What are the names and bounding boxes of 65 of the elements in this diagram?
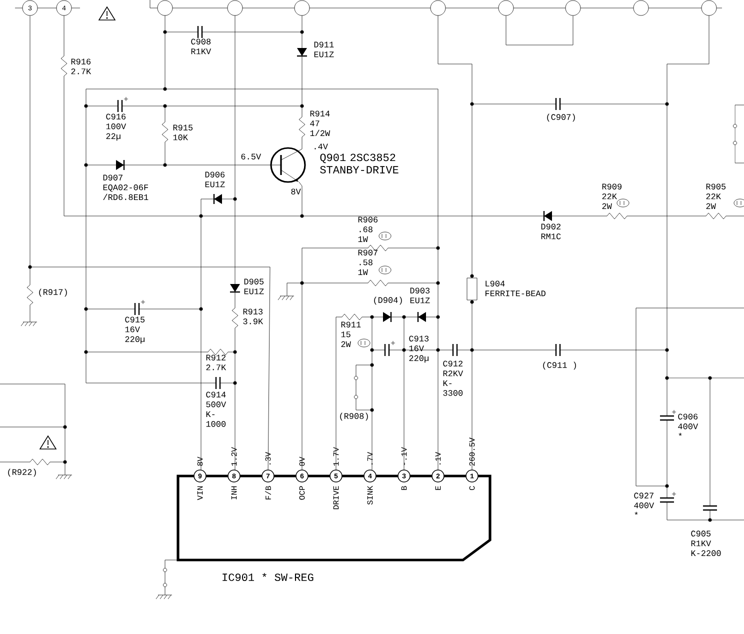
component-label: C905 R1KV K-2200 bbox=[691, 530, 721, 556]
terminal-circle bbox=[430, 0, 446, 16]
component-label: D907 EQA02-06F /RD6.8EB1 bbox=[103, 174, 148, 200]
terminal-circle bbox=[701, 0, 717, 16]
pin-name: SINK bbox=[367, 486, 373, 505]
component-label: Q901 2SC3852 STANBY-DRIVE bbox=[320, 154, 398, 174]
component-label: C915 16V 220µ bbox=[125, 316, 145, 344]
component-label: (R908) bbox=[340, 412, 368, 421]
terminal-circle bbox=[157, 0, 173, 16]
terminal-circle bbox=[633, 0, 649, 16]
component-label: D906 EU1Z bbox=[205, 172, 225, 188]
component-label: .4V bbox=[314, 144, 328, 150]
pin-name: OCP bbox=[299, 486, 305, 500]
voltage-label: -.1V bbox=[401, 447, 407, 465]
ic-label: IC901 * SW-REG bbox=[222, 572, 314, 582]
component-label: R916 2.7K bbox=[71, 58, 92, 74]
voltage-label: 0V bbox=[299, 456, 305, 466]
component-label: R906 .68 1W bbox=[358, 216, 378, 242]
component-label: D905 EU1Z bbox=[244, 278, 264, 294]
wire bbox=[30, 16, 270, 470]
pin-name: B bbox=[401, 486, 407, 490]
pin-name: INH bbox=[231, 486, 237, 500]
wire bbox=[506, 16, 574, 46]
component-label: (R922) bbox=[8, 468, 36, 477]
terminal-circle bbox=[498, 0, 514, 16]
voltage-label: 8V bbox=[197, 456, 203, 466]
voltage-label: .3V bbox=[265, 452, 271, 464]
pin-name: E bbox=[435, 486, 441, 490]
voltage-label: 1.7V bbox=[333, 447, 339, 466]
component-label: R911 15 2W bbox=[341, 322, 361, 347]
voltage-label: .1V bbox=[435, 452, 441, 464]
component-label: C914 500V K- 1000 bbox=[206, 392, 226, 427]
component-label: R914 47 1/2W bbox=[310, 110, 330, 136]
component-label: R909 22K 2W bbox=[602, 184, 622, 209]
component-label: D911 EU1Z bbox=[314, 42, 334, 58]
component-label: 6.5V bbox=[241, 154, 262, 160]
component-label: C912 R2KV K- 3300 bbox=[443, 360, 464, 396]
component-label: C913 16V 220µ bbox=[409, 336, 429, 363]
terminal-circle bbox=[227, 0, 243, 16]
terminal-circle bbox=[294, 0, 310, 16]
pin-name: C bbox=[469, 486, 475, 490]
component-label: C906 400V * bbox=[678, 414, 698, 436]
component-label: (R917) bbox=[39, 288, 67, 297]
component-label: (C911 ) bbox=[543, 362, 576, 370]
component-label: C908 R1KV bbox=[191, 38, 212, 54]
component-label: C916 100V 22µ bbox=[106, 114, 126, 141]
voltage-label: 1.2V bbox=[231, 447, 237, 466]
component-label: (D904) bbox=[374, 296, 402, 305]
component-label: R915 10K bbox=[173, 124, 193, 140]
terminal-circle bbox=[565, 0, 581, 16]
component-label: R912 2.7K bbox=[206, 354, 226, 370]
component-label: L904 FERRITE-BEAD bbox=[486, 280, 546, 296]
voltage-label: 260.5V bbox=[469, 438, 475, 466]
component-label: 8V bbox=[291, 188, 301, 194]
component-label: C927 400V * bbox=[634, 492, 654, 515]
component-label: R913 3.9K bbox=[243, 308, 264, 324]
component-label: (C907) bbox=[547, 114, 575, 122]
pin-name: F/B bbox=[265, 486, 271, 500]
pin-name: VIN bbox=[197, 486, 203, 500]
component-label: D903 EU1Z bbox=[410, 288, 430, 304]
component-label: R907 .58 1W bbox=[358, 250, 378, 275]
voltage-label: .7V bbox=[367, 452, 373, 464]
pin-name: DRIVE bbox=[333, 486, 339, 510]
component-label: D902 RM1C bbox=[541, 224, 561, 240]
component-label: R905 22K 2W bbox=[706, 184, 726, 209]
